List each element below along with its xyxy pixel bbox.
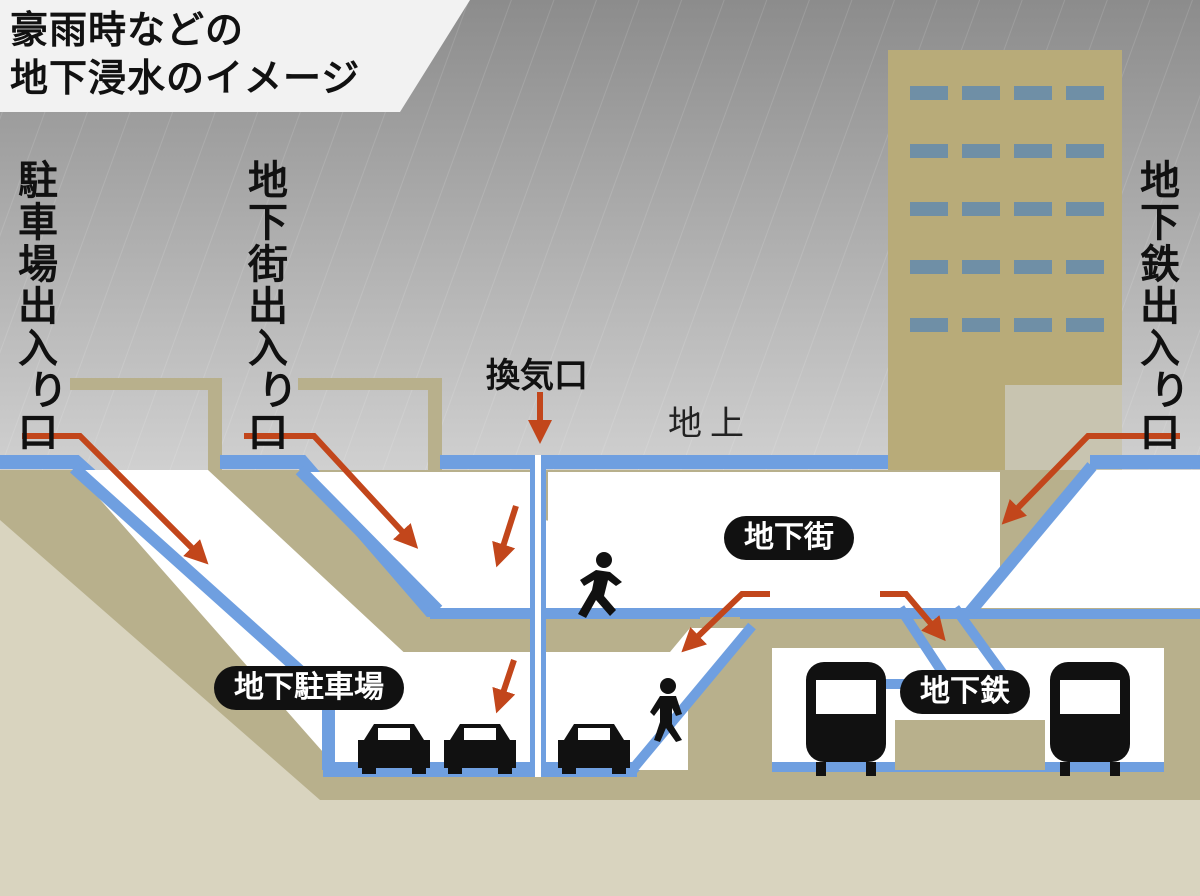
subway-pillar — [895, 720, 1045, 770]
flood-arrows — [22, 392, 1180, 714]
mall-entrance-label: 地 下 街 出 入 り 口 — [248, 158, 298, 456]
underground-mall-label: 地下街 — [724, 516, 854, 560]
running-person-icon — [578, 552, 622, 618]
page-title: 豪雨時などの 地下浸水のイメージ — [10, 6, 360, 102]
car-icons — [358, 724, 630, 774]
building-windows — [910, 86, 1104, 332]
ground-label: 地上 — [668, 404, 752, 444]
subway-label: 地下鉄 — [900, 670, 1030, 714]
soil-left-edge — [0, 520, 320, 800]
mall-stairs-water — [295, 465, 443, 615]
mall-canopy — [298, 378, 442, 470]
title-line-1: 豪雨時などの — [10, 8, 245, 52]
parking-stairs-water — [628, 622, 756, 774]
vent-shaft-core — [535, 455, 541, 777]
subway-entrance-label: 地 下 鉄 出 入 り 口 — [1140, 158, 1190, 456]
parking-canopy — [70, 378, 222, 470]
underground-parking-label: 地下駐車場 — [214, 666, 404, 710]
train-icons — [806, 662, 1130, 776]
deep-soil — [0, 800, 1200, 896]
mall-hall-main — [300, 472, 540, 608]
title-box — [0, 0, 470, 112]
climbing-person-icon — [650, 678, 682, 742]
title-line-2: 地下浸水のイメージ — [10, 56, 361, 100]
parking-entrance-label: 駐 車 場 出 入 り 口 — [18, 158, 68, 456]
mall-right-ramp — [1000, 472, 1200, 608]
vent-label: 換気口 — [486, 356, 588, 396]
subway-entrance-stairs — [965, 462, 1097, 616]
